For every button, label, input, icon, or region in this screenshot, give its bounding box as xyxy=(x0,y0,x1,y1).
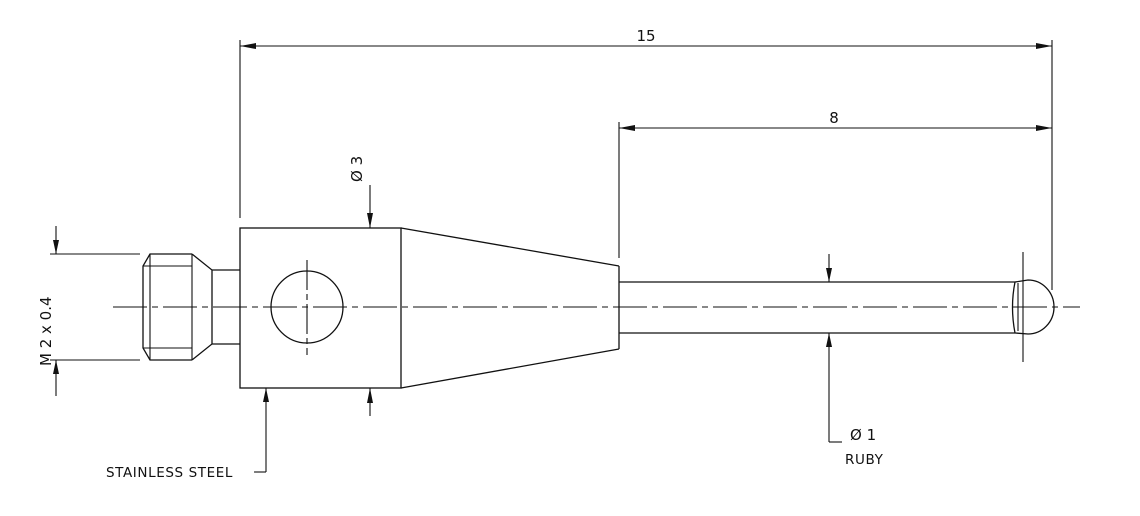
stylus-taper xyxy=(400,227,620,389)
tip-material-label: RUBY xyxy=(845,452,884,468)
body-diameter-label: Ø 3 xyxy=(348,156,366,182)
stem-length-dimension: 8 xyxy=(618,109,1052,258)
body-material-leader: STAINLESS STEEL xyxy=(106,388,269,481)
stem-diameter-label: Ø 1 xyxy=(850,426,876,444)
stem-diameter-dimension: Ø 1 RUBY xyxy=(826,254,884,468)
stem-length-label: 8 xyxy=(829,109,839,127)
stylus-stem xyxy=(619,281,1016,334)
thread-dimension: M 2 x 0.4 xyxy=(37,226,140,396)
overall-length-label: 15 xyxy=(636,27,655,45)
body-material-label: STAINLESS STEEL xyxy=(106,465,233,481)
overall-length-dimension: 15 xyxy=(239,27,1053,290)
thread-label: M 2 x 0.4 xyxy=(37,296,55,366)
stylus-body xyxy=(239,227,402,389)
body-diameter-dimension: Ø 3 xyxy=(348,156,373,416)
thread-section xyxy=(142,253,240,361)
ruby-ball xyxy=(1014,252,1055,362)
